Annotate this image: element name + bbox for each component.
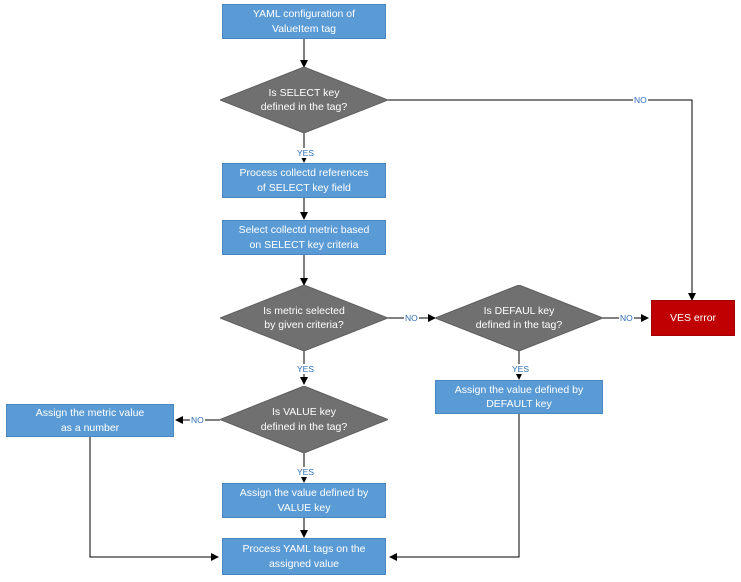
metric-selected-decision: Is metric selected by given criteria?	[220, 285, 388, 351]
diamond-shape	[220, 285, 388, 351]
edge-label-default-no: NO	[619, 313, 634, 323]
value-key-decision-label: Is VALUE key defined in the tag?	[260, 406, 348, 433]
select-key-decision: Is SELECT key defined in the tag?	[220, 67, 388, 133]
default-key-decision-label: Is DEFAUL key defined in the tag?	[475, 304, 563, 331]
assign-value-box: Assign the value defined by VALUE key	[222, 483, 386, 518]
edge-label-select-no: NO	[633, 95, 648, 105]
edge-default-to-yaml	[389, 414, 520, 561]
select-key-decision-label: Is SELECT key defined in the tag?	[260, 86, 348, 113]
diamond-shape	[220, 67, 388, 133]
diamond-shape	[220, 386, 388, 453]
value-key-decision: Is VALUE key defined in the tag?	[220, 386, 388, 453]
diamond-shape	[435, 285, 603, 351]
default-key-decision: Is DEFAUL key defined in the tag?	[435, 285, 603, 351]
ves-error-box: VES error	[651, 300, 735, 336]
select-metric-box: Select collectd metric based on SELECT k…	[222, 220, 386, 255]
edge-label-value-no: NO	[190, 415, 205, 425]
edge-select-no	[388, 99, 696, 301]
edge-label-default-yes: YES	[511, 364, 531, 374]
edge-number-to-yaml	[89, 437, 219, 561]
assign-number-box: Assign the metric value as a number	[6, 404, 174, 437]
assign-default-box: Assign the value defined by DEFAULT key	[435, 380, 603, 414]
process-refs-box: Process collectd references of SELECT ke…	[222, 163, 386, 198]
edge-label-metric-yes: YES	[296, 364, 316, 374]
edge-label-metric-no: NO	[404, 313, 419, 323]
edge-label-value-yes: YES	[296, 467, 316, 477]
metric-selected-decision-label: Is metric selected by given criteria?	[263, 304, 345, 331]
edge-label-select-yes: YES	[296, 148, 316, 158]
process-yaml-box: Process YAML tags on the assigned value	[222, 538, 386, 575]
yaml-config-box: YAML configuration of ValueItem tag	[222, 4, 386, 39]
